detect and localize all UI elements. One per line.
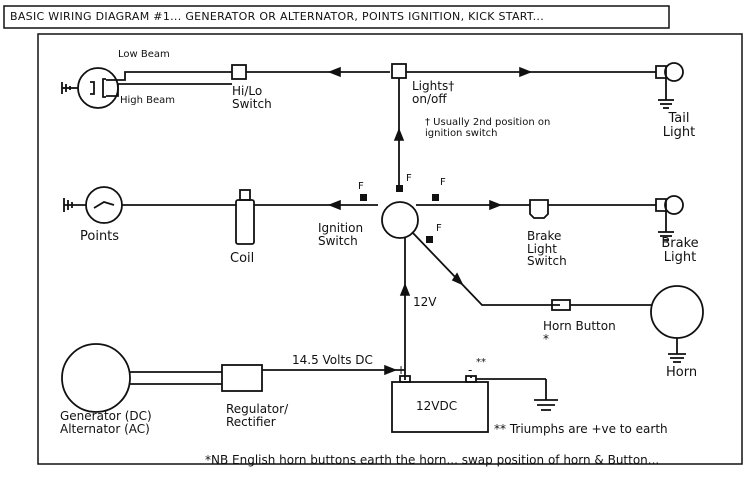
triumph-note: ** Triumphs are +ve to earth bbox=[494, 422, 668, 436]
ignition-switch-icon bbox=[381, 201, 419, 239]
horn-button-label: Horn Button * bbox=[543, 319, 616, 346]
lights-note: † Usually 2nd position on ignition switc… bbox=[425, 117, 551, 139]
arrow-horn bbox=[451, 272, 464, 286]
arrow-coil bbox=[327, 199, 341, 211]
12v-label: 12V bbox=[413, 295, 437, 309]
arrow-12v bbox=[399, 282, 411, 296]
battery-label: 12VDC bbox=[416, 399, 458, 413]
battery-icon bbox=[391, 381, 489, 433]
nb-note: *NB English horn buttons earth the horn.… bbox=[205, 453, 660, 467]
arrow-brake bbox=[489, 199, 503, 211]
volts-dc-label: 14.5 Volts DC bbox=[292, 353, 373, 367]
fuse-2: F bbox=[406, 173, 412, 184]
horn-icon bbox=[650, 285, 704, 339]
brake-light-label: Brake Light bbox=[661, 236, 699, 265]
battery-plus: + bbox=[396, 363, 407, 377]
arrow-hilo bbox=[327, 66, 341, 78]
regulator-icon bbox=[221, 364, 263, 392]
hilo-switch-icon bbox=[231, 64, 247, 80]
arrow-battery bbox=[384, 364, 398, 376]
points-label: Points bbox=[80, 229, 120, 244]
lights-switch-icon bbox=[391, 63, 407, 79]
coil-icon bbox=[235, 199, 255, 245]
low-beam-label: Low Beam bbox=[118, 49, 170, 60]
fuse-4: F bbox=[436, 223, 442, 234]
horn-label: Horn bbox=[666, 365, 698, 380]
brake-light-switch-label: Brake Light Switch bbox=[527, 229, 567, 269]
battery-marks: ** bbox=[476, 357, 486, 368]
hilo-switch-label: Hi/Lo Switch bbox=[232, 84, 272, 111]
regulator-label: Regulator/ Rectifier bbox=[226, 402, 289, 429]
generator-icon bbox=[61, 343, 131, 413]
high-beam-label: High Beam bbox=[120, 95, 176, 106]
headlight-icon bbox=[77, 67, 119, 109]
diagram-border bbox=[37, 33, 743, 465]
battery-minus: - bbox=[468, 363, 473, 377]
fuse-1: F bbox=[358, 181, 364, 192]
arrow-tail bbox=[519, 66, 533, 78]
diagram-title: BASIC WIRING DIAGRAM #1... GENERATOR OR … bbox=[10, 10, 545, 23]
lights-onoff-label: Lights† on/off bbox=[412, 79, 455, 106]
fuse-3: F bbox=[440, 177, 446, 188]
ignition-switch-label: Ignition Switch bbox=[318, 221, 364, 248]
brake-light-switch-icon bbox=[529, 199, 549, 219]
tail-light-label: Tail Light bbox=[662, 111, 696, 140]
generator-label: Generator (DC) Alternator (AC) bbox=[60, 409, 152, 436]
points-icon bbox=[85, 186, 123, 224]
coil-label: Coil bbox=[230, 251, 255, 266]
title-box bbox=[3, 5, 670, 29]
arrow-up-lights bbox=[393, 127, 405, 141]
